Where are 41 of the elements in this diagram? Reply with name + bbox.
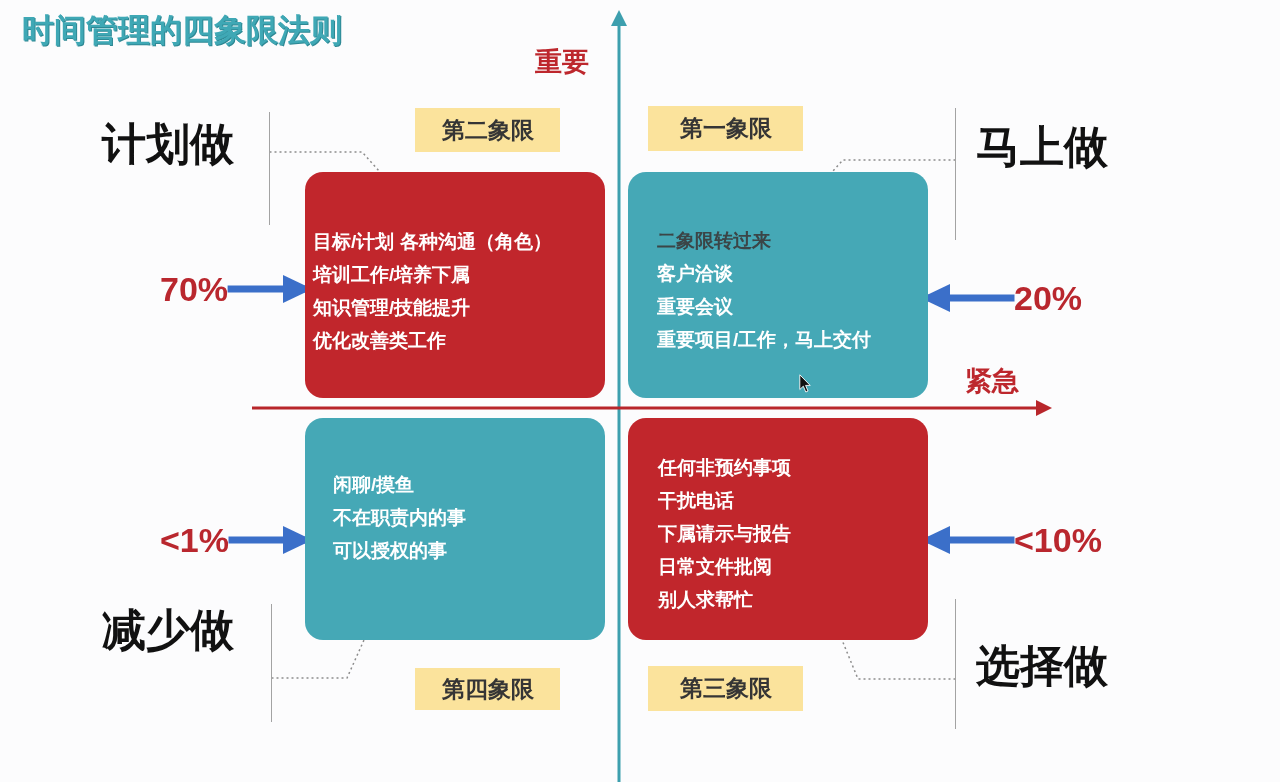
leader-line xyxy=(270,639,365,679)
leader-line xyxy=(841,639,957,680)
task-item: 任何非预约事项 xyxy=(658,456,791,480)
quadrant-card xyxy=(305,418,605,640)
task-item: 二象限转过来 xyxy=(657,229,771,253)
percentage-label: <10% xyxy=(1014,521,1102,559)
quadrant-card xyxy=(305,172,605,398)
task-item: 不在职责内的事 xyxy=(333,506,466,530)
action-label: 计划做 xyxy=(102,120,234,168)
percentage-label: 70% xyxy=(160,270,229,308)
task-item: 客户洽谈 xyxy=(657,262,733,286)
quadrant-tag: 第三象限 xyxy=(648,666,803,711)
task-item: 目标/计划 各种沟通（角色） xyxy=(313,230,552,254)
task-item: 优化改善类工作 xyxy=(313,329,446,353)
leader-line xyxy=(831,159,957,173)
leader-line xyxy=(268,151,381,173)
axis-label: 紧急 xyxy=(965,365,1019,397)
task-item: 闲聊/摸鱼 xyxy=(333,473,415,497)
action-label: 减少做 xyxy=(102,606,234,654)
task-item: 重要项目/工作，马上交付 xyxy=(657,328,872,352)
quadrant-card xyxy=(628,418,928,640)
quadrant-tag: 第一象限 xyxy=(648,106,803,151)
quadrant-tag: 第二象限 xyxy=(415,108,560,152)
percentage-label: <1% xyxy=(160,521,229,559)
axis-label: 重要 xyxy=(535,46,589,78)
task-item: 别人求帮忙 xyxy=(658,588,753,612)
label-divider xyxy=(100,112,270,225)
task-item: 下属请示与报告 xyxy=(658,522,791,546)
title: 时间管理的四象限法则 xyxy=(22,11,342,50)
action-label: 选择做 xyxy=(976,642,1108,690)
task-item: 可以授权的事 xyxy=(333,539,447,563)
task-item: 干扰电话 xyxy=(658,489,734,513)
task-item: 培训工作/培养下属 xyxy=(313,263,471,287)
percentage-label: 20% xyxy=(1014,279,1083,317)
quadrant-card xyxy=(628,172,928,398)
label-divider xyxy=(100,604,272,722)
action-label: 马上做 xyxy=(976,123,1108,171)
task-item: 重要会议 xyxy=(657,295,733,319)
task-item: 知识管理/技能提升 xyxy=(313,296,471,320)
quadrant-tag: 第四象限 xyxy=(415,668,560,710)
task-item: 日常文件批阅 xyxy=(658,555,772,579)
